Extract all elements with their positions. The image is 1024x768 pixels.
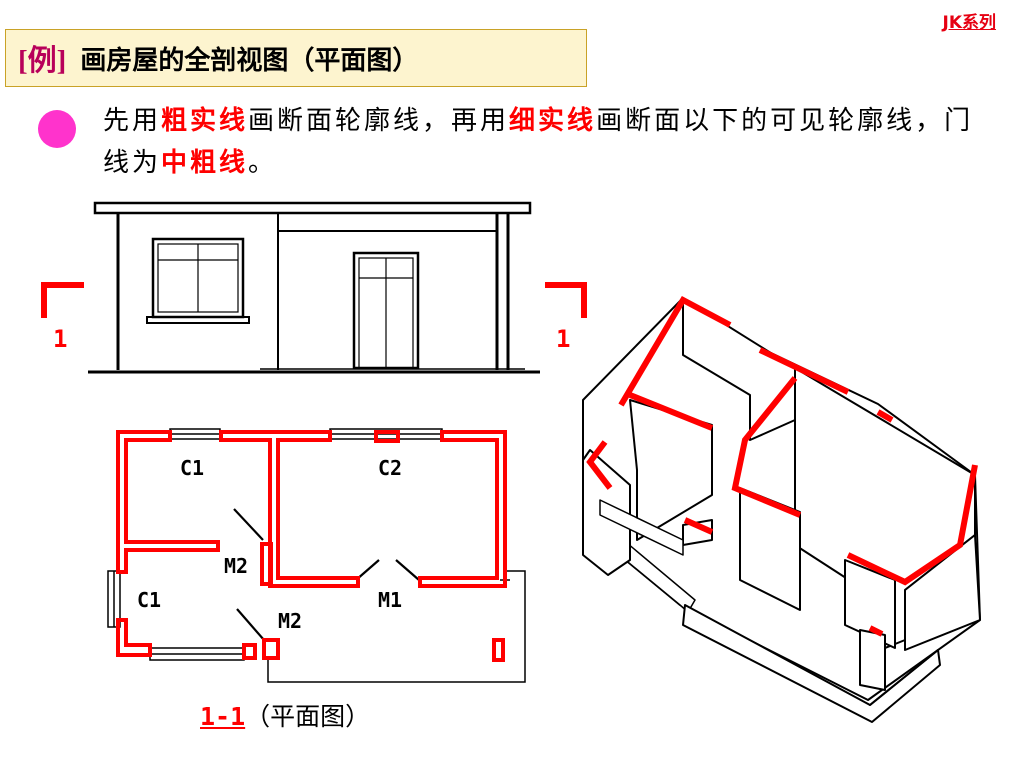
highlight-term: 细实线 xyxy=(509,106,597,136)
front-elevation xyxy=(88,201,540,374)
label-m2-top: M2 xyxy=(224,554,248,578)
description-text: 画断面轮廓线，再用 xyxy=(248,106,510,136)
section-mark-left: 1 xyxy=(53,325,67,353)
caption: 1-1（平面图） xyxy=(200,697,370,733)
description-text: 。 xyxy=(248,148,278,178)
page-title: 画房屋的全剖视图（平面图） xyxy=(80,45,419,76)
label-m2-bottom: M2 xyxy=(278,609,302,633)
label-c1-left: C1 xyxy=(137,588,161,612)
title-tag: [例] xyxy=(18,45,67,77)
description-text: 画断面以下的可见轮廓线，门线为 xyxy=(103,106,974,178)
floor-plan: C1 C2 M2 C1 M1 M2 xyxy=(107,428,526,683)
caption-text: （平面图） xyxy=(245,702,371,731)
label-c2: C2 xyxy=(378,456,402,480)
section-cut-marks xyxy=(41,282,587,318)
series-tag: JK系列 xyxy=(942,13,997,33)
label-m1: M1 xyxy=(378,588,402,612)
label-c1-top: C1 xyxy=(180,456,204,480)
caption-code: 1-1 xyxy=(200,702,246,731)
title-box: [例] 画房屋的全剖视图（平面图） xyxy=(5,29,587,87)
bullet-icon xyxy=(38,110,76,148)
isometric-section-view xyxy=(582,296,981,723)
highlight-term: 中粗线 xyxy=(161,148,249,178)
description-text: 先用 xyxy=(103,106,162,136)
description: 先用粗实线画断面轮廓线，再用细实线画断面以下的可见轮廓线，门线为中粗线。 xyxy=(103,100,983,184)
highlight-term: 粗实线 xyxy=(161,106,249,136)
section-mark-right: 1 xyxy=(556,325,570,353)
